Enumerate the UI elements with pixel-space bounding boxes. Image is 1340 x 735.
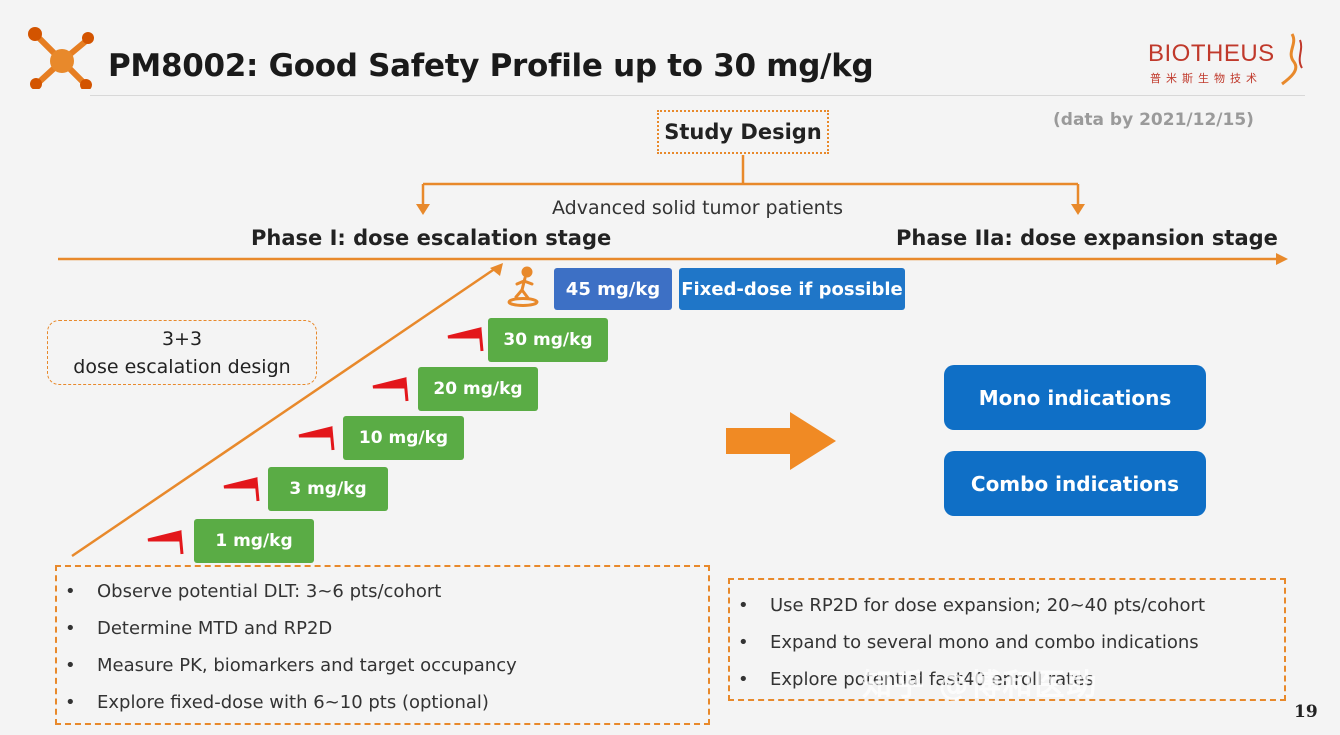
- fixed-dose-box: Fixed-dose if possible: [679, 268, 905, 310]
- dose-step-5: 30 mg/kg: [488, 318, 608, 362]
- study-design-box: Study Design: [657, 110, 829, 154]
- combo-indications-box: Combo indications: [944, 451, 1206, 516]
- brand-logo: BIOTHEUS: [1148, 40, 1275, 67]
- dose-step-1: 1 mg/kg: [194, 519, 314, 563]
- list-item: Use RP2D for dose expansion; 20~40 pts/c…: [738, 595, 1284, 632]
- dose-step-2: 3 mg/kg: [268, 467, 388, 511]
- flag-icon: [372, 377, 409, 402]
- list-item: Measure PK, biomarkers and target occupa…: [65, 655, 708, 692]
- walking-person-icon: [507, 266, 539, 307]
- list-item: Expand to several mono and combo indicat…: [738, 632, 1284, 669]
- flag-icon: [147, 530, 184, 555]
- escalation-design-number: 3+3: [161, 328, 203, 350]
- watermark: 知乎 @博和医助: [862, 668, 1099, 703]
- flag-icon: [223, 477, 260, 502]
- phase2-heading: Phase IIa: dose expansion stage: [896, 226, 1278, 250]
- list-item: Explore potential fast40 enroll rates: [738, 669, 1284, 706]
- list-item: Determine MTD and RP2D: [65, 618, 708, 655]
- page-number: 19: [1294, 702, 1318, 722]
- dose-step-45: 45 mg/kg: [554, 268, 672, 310]
- page-title: PM8002: Good Safety Profile up to 30 mg/…: [108, 48, 874, 84]
- escalation-design-label: dose escalation design: [73, 356, 291, 378]
- escalation-design-box: 3+3 dose escalation design: [47, 320, 317, 385]
- molecule-logo-icon: [28, 27, 94, 89]
- phase2-bullet-box: Use RP2D for dose expansion; 20~40 pts/c…: [728, 578, 1286, 701]
- phase1-heading: Phase I: dose escalation stage: [251, 226, 612, 250]
- title-divider: [90, 95, 1305, 96]
- mono-indications-box: Mono indications: [944, 365, 1206, 430]
- flag-icon: [447, 327, 484, 352]
- flag-icon: [298, 426, 335, 451]
- brand-figure-icon: [1281, 33, 1303, 86]
- brand-subtitle: 普米斯生物技术: [1150, 72, 1262, 85]
- list-item: Explore fixed-dose with 6~10 pts (option…: [65, 692, 708, 729]
- list-item: Observe potential DLT: 3~6 pts/cohort: [65, 581, 708, 618]
- study-design-label: Study Design: [664, 120, 822, 144]
- data-date: (data by 2021/12/15): [1053, 110, 1254, 130]
- phase1-bullet-box: Observe potential DLT: 3~6 pts/cohort De…: [55, 565, 710, 725]
- dose-step-3: 10 mg/kg: [343, 416, 464, 460]
- dose-step-4: 20 mg/kg: [418, 367, 538, 411]
- patients-label: Advanced solid tumor patients: [552, 197, 844, 219]
